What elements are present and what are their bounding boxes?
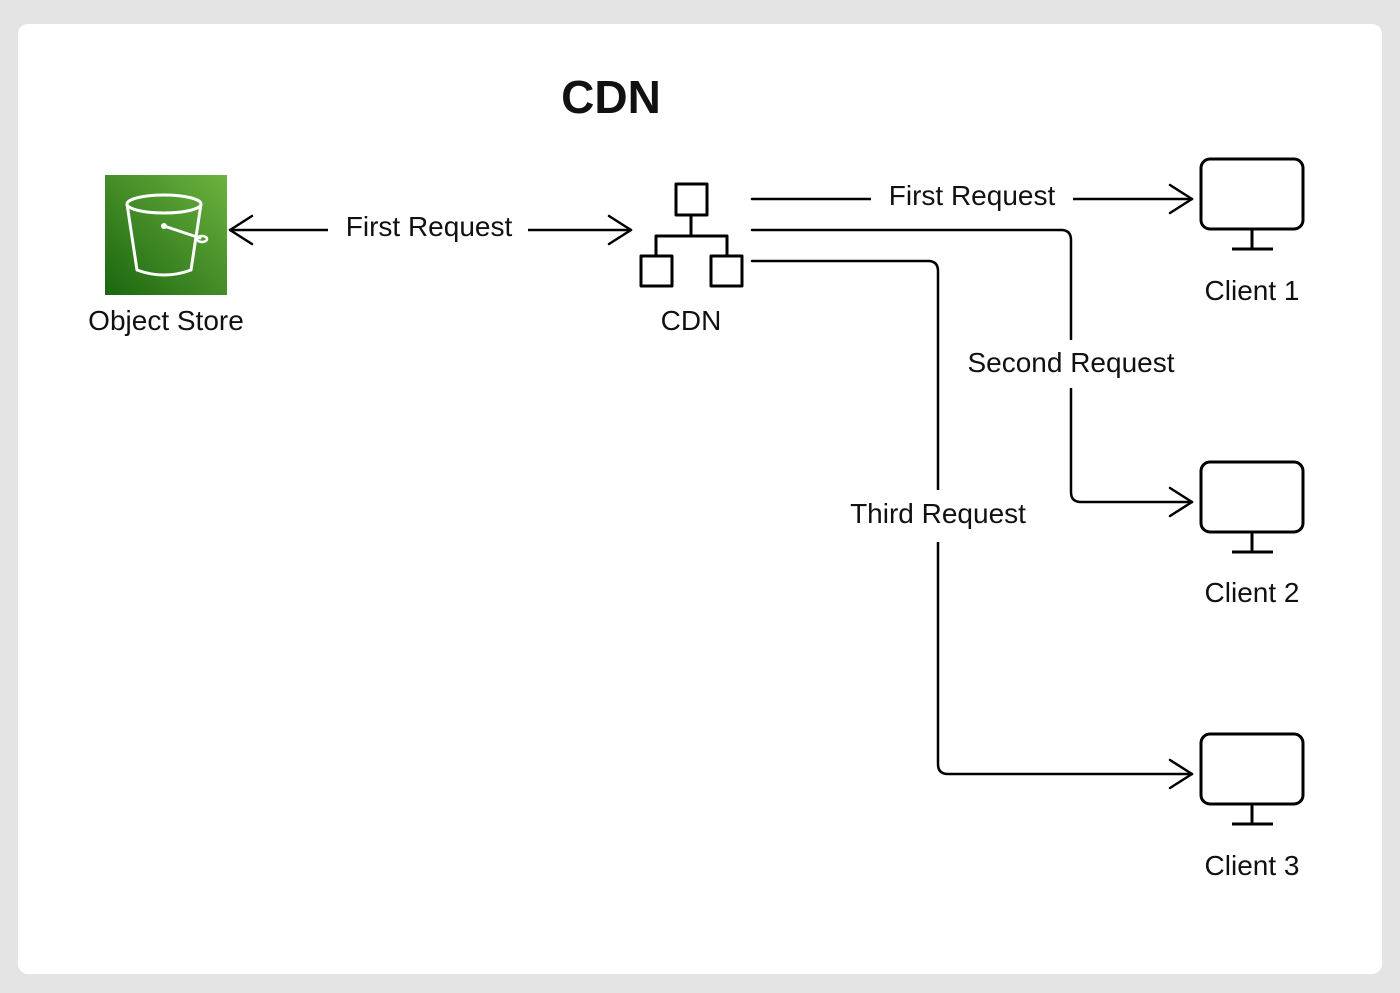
monitor-icon <box>1199 732 1305 826</box>
edge-store-cdn-label: First Request <box>346 211 513 242</box>
edge-store-cdn[interactable]: First Request <box>228 208 633 250</box>
arrowhead <box>1168 758 1194 790</box>
object-store-label: Object Store <box>88 305 244 336</box>
client-1-label: Client 1 <box>1205 275 1300 306</box>
object-store-node[interactable]: Object Store <box>88 175 244 336</box>
monitor-icon <box>1199 157 1305 251</box>
edge-cdn-client3-label: Third Request <box>850 498 1026 529</box>
network-hierarchy-icon <box>639 182 744 288</box>
edge-cdn-client1[interactable]: First Request <box>750 177 1194 219</box>
client-3-node[interactable]: Client 3 <box>1199 732 1305 881</box>
edge-cdn-client3[interactable]: Third Request <box>750 259 1194 790</box>
client-3-label: Client 3 <box>1205 850 1300 881</box>
monitor-icon <box>1199 460 1305 554</box>
cdn-label: CDN <box>661 305 722 336</box>
diagram-title: CDN <box>561 71 661 123</box>
bucket-icon <box>105 175 227 295</box>
client-2-node[interactable]: Client 2 <box>1199 460 1305 608</box>
diagram-canvas <box>18 24 1382 974</box>
arrowhead-left <box>228 214 254 246</box>
arrowhead <box>1168 486 1194 518</box>
edge-cdn-client1-label: First Request <box>889 180 1056 211</box>
client-2-label: Client 2 <box>1205 577 1300 608</box>
client-1-node[interactable]: Client 1 <box>1199 157 1305 306</box>
edge-cdn-client2[interactable]: Second Request <box>750 228 1194 518</box>
arrowhead <box>1168 183 1194 215</box>
cdn-node[interactable]: CDN <box>639 182 744 336</box>
arrowhead-right <box>607 214 633 246</box>
edge-cdn-client2-label: Second Request <box>967 347 1174 378</box>
